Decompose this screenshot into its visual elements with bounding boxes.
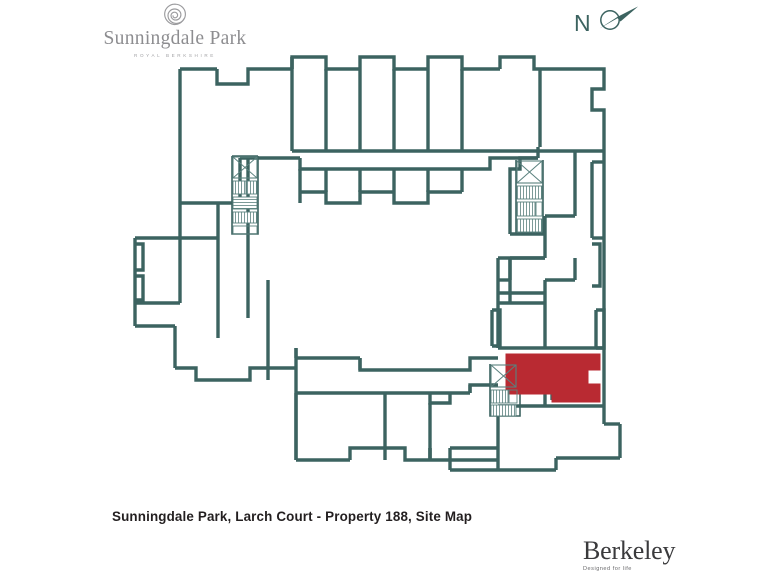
brand-logo: Sunningdale Park ROYAL BERKSHIRE — [100, 2, 250, 58]
stair-core-north-east — [516, 160, 543, 233]
berkeley-logo: Berkeley Designed for life — [583, 536, 683, 573]
north-letter: N — [574, 10, 591, 36]
north-arrow-icon — [599, 6, 638, 30]
berkeley-tagline: Designed for life — [583, 566, 632, 572]
berkeley-name: Berkeley — [583, 536, 676, 565]
floor-plan — [0, 48, 768, 498]
brand-subtitle: ROYAL BERKSHIRE — [134, 53, 216, 59]
plan-walls — [133, 55, 622, 472]
stair-core-south — [490, 364, 518, 417]
floor-plan-svg — [133, 55, 622, 472]
property-188-unit[interactable] — [505, 353, 601, 403]
brand-name: Sunningdale Park — [103, 28, 247, 49]
north-indicator: N — [570, 4, 650, 50]
stair-core-north-west — [232, 156, 258, 235]
rose-spiral-icon — [164, 3, 186, 26]
site-map-caption: Sunningdale Park, Larch Court - Property… — [112, 509, 473, 524]
